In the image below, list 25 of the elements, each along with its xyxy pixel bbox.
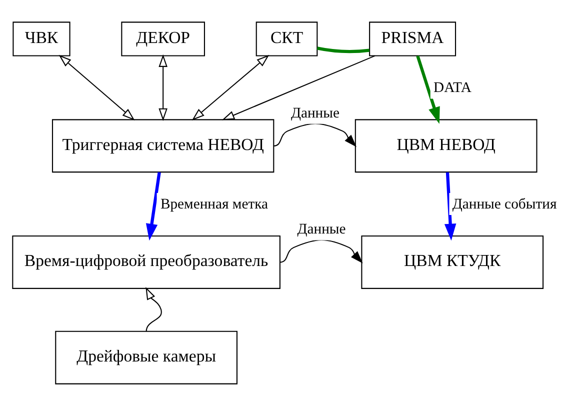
edge-label: DATA	[434, 80, 472, 96]
connector	[316, 46, 370, 54]
edge-label: Временная метка	[160, 196, 268, 212]
arrow	[158, 54, 168, 121]
node-box: Время-цифровой преобразователь	[12, 235, 280, 289]
arrow	[58, 54, 135, 120]
arrow	[192, 54, 270, 120]
arrow	[222, 55, 376, 120]
node-box: Триггерная система НЕВОД	[52, 119, 274, 173]
node-box: PRISMA	[369, 22, 456, 56]
edge-label: Данные события	[452, 196, 557, 212]
node-box: Дрейфовые камеры	[55, 330, 238, 384]
node-box: СКТ	[256, 22, 318, 56]
arrow	[146, 287, 162, 332]
node-box: ЦВМ КТУДК	[361, 235, 544, 289]
arrow	[146, 172, 161, 241]
node-box: ДЕКОР	[121, 22, 205, 56]
arrow	[444, 172, 456, 241]
node-box: ЦВМ НЕВОД	[354, 119, 538, 173]
arrow	[274, 123, 356, 148]
node-box: ЧВК	[12, 22, 70, 56]
edge-label: Данные	[290, 105, 340, 122]
arrow	[280, 239, 363, 264]
arrow	[416, 55, 440, 124]
edge-label: Данные	[297, 222, 346, 238]
